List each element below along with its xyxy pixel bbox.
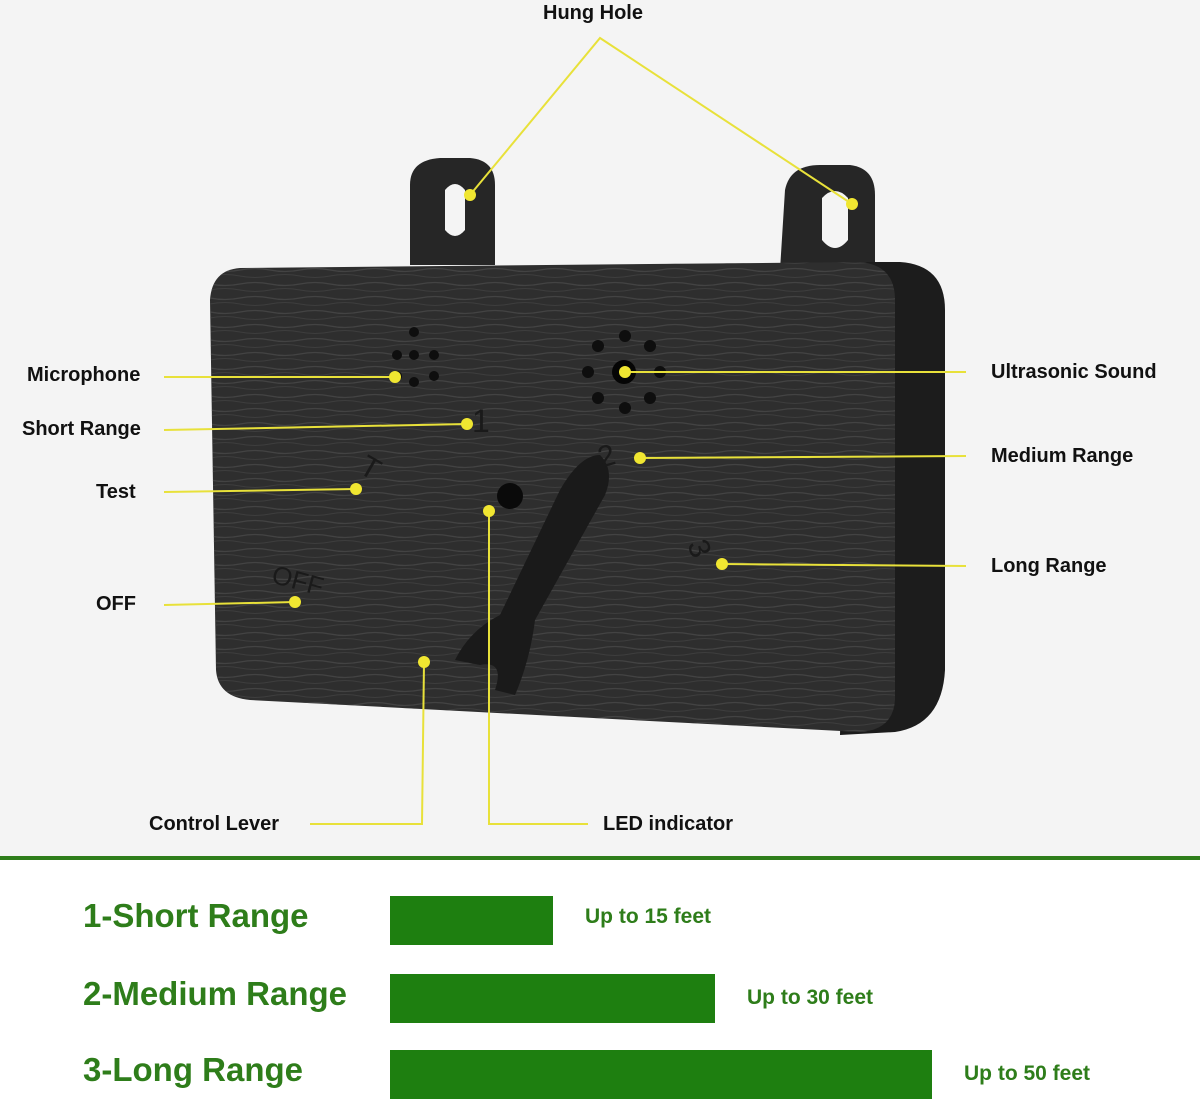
range-label: 1-Short Range — [83, 897, 309, 934]
label-led-indicator: LED indicator — [603, 813, 734, 835]
marking-1: 1 — [472, 403, 490, 439]
label-off: OFF — [96, 593, 136, 615]
leader-test — [163, 488, 357, 493]
callout-dots — [289, 189, 858, 668]
range-distance: Up to 15 feet — [585, 905, 712, 928]
label-test: Test — [96, 481, 136, 503]
leader-control-lever — [310, 661, 425, 825]
hang-hole-icon — [822, 191, 848, 248]
leader-medium-range — [639, 455, 967, 459]
hang-tab-left — [410, 158, 495, 265]
speaker-grille-icon — [582, 330, 666, 414]
leader-hung-hole — [469, 36, 853, 205]
label-ultrasonic-sound: Ultrasonic Sound — [991, 361, 1157, 383]
led-icon — [497, 483, 523, 509]
hang-tab-right — [780, 165, 875, 270]
device-body — [210, 262, 945, 735]
hang-hole-icon — [445, 184, 465, 236]
section-divider — [0, 856, 1200, 860]
range-label: 3-Long Range — [83, 1051, 303, 1088]
label-microphone: Microphone — [27, 364, 141, 386]
label-control-lever: Control Lever — [149, 813, 280, 835]
range-distance: Up to 30 feet — [747, 986, 874, 1009]
range-bar — [390, 1050, 932, 1099]
label-long-range: Long Range — [991, 555, 1107, 577]
leader-long-range — [721, 563, 967, 567]
label-medium-range: Medium Range — [991, 445, 1134, 467]
range-bar — [390, 896, 553, 945]
range-distance: Up to 50 feet — [964, 1062, 1091, 1085]
device-diagram: 1 2 3 T OFF Hung Hole Microphone — [0, 0, 1200, 860]
range-comparison: 1-Short Range Up to 15 feet 2-Medium Ran… — [0, 860, 1200, 1107]
range-label: 2-Medium Range — [83, 975, 348, 1012]
leader-lines — [163, 36, 967, 825]
label-hung-hole: Hung Hole — [543, 2, 643, 24]
range-bar — [390, 974, 715, 1023]
device-illustration: 1 2 3 T OFF — [163, 36, 967, 825]
leader-off — [163, 601, 296, 606]
leader-led — [488, 511, 588, 825]
label-short-range: Short Range — [22, 418, 141, 440]
leader-short-range — [163, 423, 468, 431]
lever-icon — [455, 455, 609, 695]
